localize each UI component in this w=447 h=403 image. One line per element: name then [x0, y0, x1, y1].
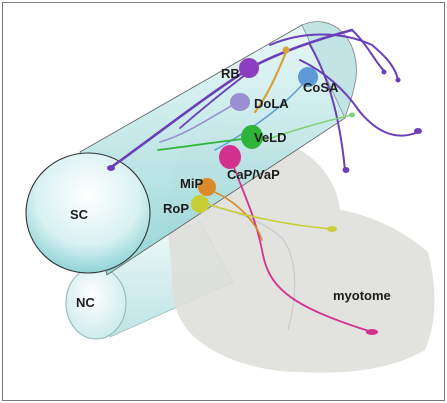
rb-soma [239, 58, 259, 78]
veld-label: VeLD [254, 130, 287, 145]
myotome-label: myotome [333, 288, 391, 303]
rb-label: RB [221, 66, 240, 81]
cap-vap-label: CaP/VaP [227, 167, 280, 182]
rop-soma [191, 195, 209, 213]
dola-label: DoLA [254, 96, 289, 111]
cap-vap-soma [219, 145, 241, 169]
notochord-label: NC [76, 295, 95, 310]
cosa-label: CoSA [303, 80, 339, 95]
mip-label: MiP [180, 176, 203, 191]
rop-label: RoP [163, 201, 189, 216]
spinal-cord-label: SC [70, 207, 89, 222]
dola-soma [230, 93, 250, 111]
